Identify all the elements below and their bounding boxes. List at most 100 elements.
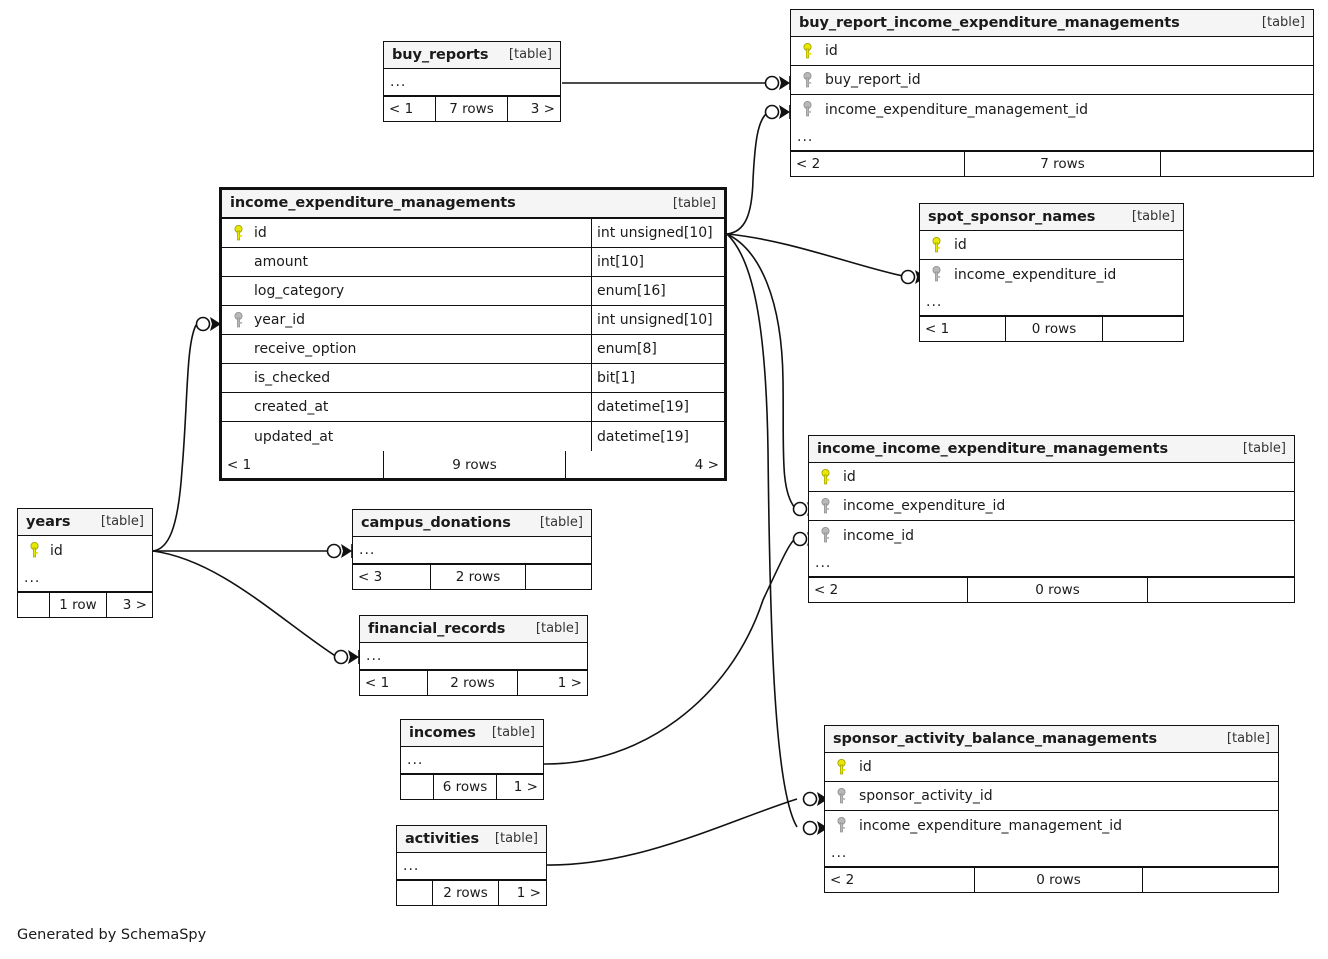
footer-children-count[interactable]: 1 > [516,885,541,901]
table-row[interactable]: income_expenditure_id [920,260,1183,289]
table-header: incomes [table] [401,720,543,747]
table-row[interactable]: receive_option enum[8] [222,335,724,364]
foreign-key-icon [815,527,835,544]
column-type: enum[16] [591,277,724,305]
table-income-expenditure-managements[interactable]: income_expenditure_managements [table] i… [219,187,727,481]
footer-children-count[interactable]: 4 > [694,456,719,473]
generator-note: Generated by SchemaSpy [17,927,207,943]
footer-row-count: 6 rows [434,775,497,799]
footer-parents-count[interactable]: < 2 [825,868,975,892]
table-row[interactable]: income_expenditure_id [809,492,1294,521]
table-row[interactable]: sponsor_activity_id [825,782,1278,811]
primary-key-icon [24,542,44,559]
table-buy-report-income-expenditure-managements[interactable]: buy_report_income_expenditure_management… [790,9,1314,177]
table-row[interactable]: is_checked bit[1] [222,364,724,393]
table-buy-reports[interactable]: buy_reports [table] ... < 1 7 rows 3 > [383,41,561,122]
primary-key-icon [831,758,851,776]
footer-parents-count[interactable]: < 2 [791,152,965,176]
table-row[interactable]: buy_report_id [791,66,1313,95]
table-title: campus_donations [361,514,511,531]
table-financial-records[interactable]: financial_records [table] ... < 1 2 rows… [359,615,588,696]
column-list: id sponsor_activity_id income_expenditur… [825,753,1278,840]
table-campus-donations[interactable]: campus_donations [table] ... < 3 2 rows [352,509,592,590]
table-row[interactable]: income_expenditure_management_id [791,95,1313,124]
footer-parents-count[interactable]: < 3 [353,565,431,589]
table-header: campus_donations [table] [353,510,591,537]
table-row[interactable]: id [18,536,152,565]
table-title: years [26,513,71,530]
footer-children-count[interactable] [1103,317,1183,341]
table-row[interactable]: amount int[10] [222,248,724,277]
table-sponsor-activity-balance-managements[interactable]: sponsor_activity_balance_managements [ta… [824,725,1279,893]
footer-parents-count[interactable]: < 1 [384,97,436,121]
table-row[interactable]: income_expenditure_management_id [825,811,1278,840]
column-name: sponsor_activity_id [859,788,993,804]
edge-iem-to-spot-sponsor [726,233,904,277]
table-header: activities [table] [397,826,546,853]
table-row[interactable]: id [825,753,1278,782]
table-header: spot_sponsor_names [table] [920,204,1183,231]
more-columns-indicator: ... [384,69,560,96]
footer-children-count[interactable] [1161,152,1313,176]
table-type-tag: [table] [494,831,538,846]
footer-children-count[interactable] [1148,578,1294,602]
footer-parents-count[interactable]: < 1 [360,671,428,695]
table-title: income_expenditure_managements [230,195,516,211]
more-columns-indicator: ... [360,643,587,670]
table-row[interactable]: id [809,463,1294,492]
footer-children-count[interactable] [1143,868,1278,892]
table-row[interactable]: created_at datetime[19] [222,393,724,422]
table-row[interactable]: id int unsigned[10] [222,219,724,248]
table-type-tag: [table] [672,195,716,211]
column-list: id income_expenditure_id [920,231,1183,289]
footer-row-count: 9 rows [384,451,566,478]
column-list: id int unsigned[10] amount int[10] log_c… [222,219,724,451]
table-footer: < 2 0 rows [825,867,1278,892]
foreign-key-icon [815,497,835,515]
table-footer: < 1 2 rows 1 > [360,670,587,695]
table-row[interactable]: income_id [809,521,1294,550]
column-list: id [18,536,152,565]
footer-parents-count[interactable] [397,881,433,905]
primary-key-icon [228,224,248,242]
footer-parents-count[interactable]: < 1 [920,317,1006,341]
column-name: buy_report_id [825,72,921,88]
table-row[interactable]: year_id int unsigned[10] [222,306,724,335]
table-footer: < 1 7 rows 3 > [384,96,560,121]
table-row[interactable]: log_category enum[16] [222,277,724,306]
table-incomes[interactable]: incomes [table] ... 6 rows 1 > [400,719,544,800]
footer-children-count[interactable] [526,565,591,589]
column-name: created_at [254,399,329,415]
table-title: incomes [409,724,476,741]
footer-row-count: 2 rows [431,565,526,589]
footer-parents-count[interactable] [401,775,434,799]
table-row[interactable]: id [920,231,1183,260]
more-columns-indicator: ... [353,537,591,564]
table-row[interactable]: id [791,37,1313,66]
column-name: income_expenditure_management_id [825,101,1089,118]
footer-children-count[interactable]: 3 > [530,101,555,117]
table-type-tag: [table] [491,725,535,740]
footer-row-count: 0 rows [968,578,1148,602]
footer-parents-count[interactable]: < 1 [222,451,384,478]
primary-key-icon [797,42,817,60]
column-list: id income_expenditure_id income_id [809,463,1294,550]
footer-children-count[interactable]: 1 > [557,675,582,691]
footer-parents-count[interactable] [18,593,50,617]
table-years[interactable]: years [table] id ... 1 row 3 > [17,508,153,618]
footer-parents-count[interactable]: < 2 [809,578,968,602]
table-activities[interactable]: activities [table] ... 2 rows 1 > [396,825,547,906]
footer-row-count: 2 rows [433,881,499,905]
table-type-tag: [table] [1242,441,1286,456]
table-income-income-expenditure-managements[interactable]: income_income_expenditure_managements [t… [808,435,1295,603]
table-row[interactable]: updated_at datetime[19] [222,422,724,451]
edge-iem-to-sabm [726,233,798,828]
column-type: int[10] [591,248,724,276]
table-spot-sponsor-names[interactable]: spot_sponsor_names [table] id income_exp… [919,203,1184,342]
foreign-key-icon [797,101,817,118]
more-columns-indicator: ... [920,289,1183,316]
column-name: amount [254,254,309,270]
footer-children-count[interactable]: 1 > [513,779,538,795]
footer-children-count[interactable]: 3 > [122,597,147,613]
